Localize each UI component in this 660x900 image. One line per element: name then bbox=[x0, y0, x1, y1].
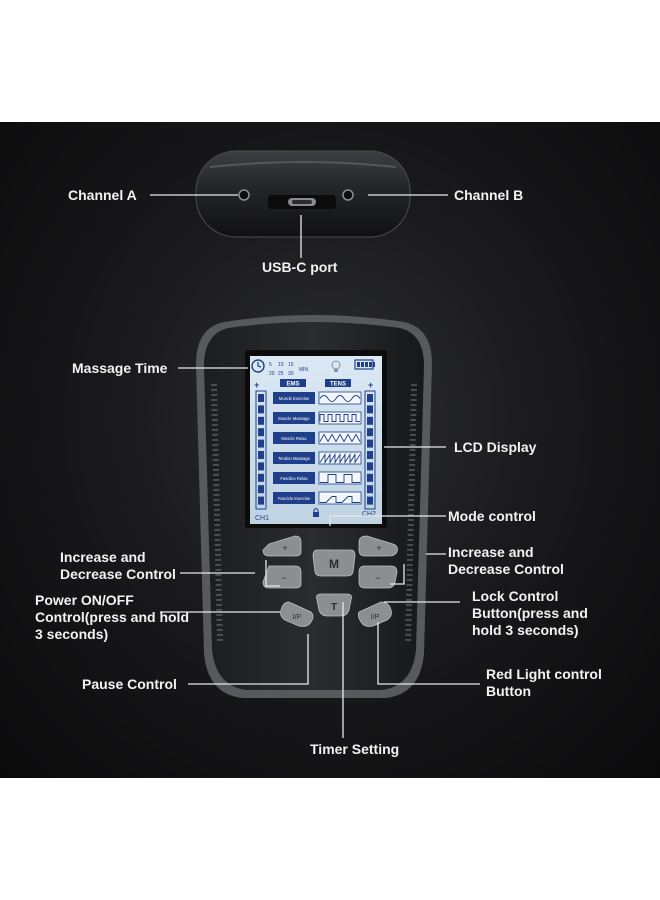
svg-text:EMS: EMS bbox=[286, 382, 299, 388]
svg-text:M: M bbox=[329, 557, 339, 571]
increase-left-button[interactable]: + bbox=[262, 535, 302, 557]
decrease-left-button[interactable]: − bbox=[262, 565, 302, 589]
bulb-icon bbox=[331, 360, 341, 372]
battery-icon bbox=[354, 359, 375, 370]
label-red-light-line1: Red Light control bbox=[486, 666, 602, 682]
svg-text:5: 5 bbox=[269, 362, 272, 368]
label-usb-c-port: USB-C port bbox=[262, 259, 338, 275]
label-pause-control: Pause Control bbox=[82, 676, 177, 692]
mode-row: Fascilex Relax bbox=[273, 471, 362, 485]
mode-button[interactable]: M bbox=[312, 549, 356, 577]
mode-row-label: Muscle Massage bbox=[278, 416, 310, 421]
leader-lines bbox=[150, 194, 480, 738]
button-panel: + − M + − T I/P I/P bbox=[262, 535, 398, 627]
label-massage-time: Massage Time bbox=[72, 360, 168, 376]
svg-text:30: 30 bbox=[288, 371, 294, 377]
mode-row: Tendon Massage bbox=[273, 451, 362, 465]
label-power: Power ON/OFF Control(press and hold 3 se… bbox=[35, 592, 189, 643]
label-increase-left-line1: Increase and bbox=[60, 549, 146, 565]
mode-row-label: Fascicle Exercise bbox=[278, 496, 311, 501]
svg-text:20: 20 bbox=[269, 371, 275, 377]
lcd-display: 5 10 15 20 25 30 MIN + + bbox=[250, 356, 382, 524]
svg-text:−: − bbox=[281, 573, 286, 583]
svg-text:+: + bbox=[282, 543, 287, 553]
power-button[interactable]: I/P bbox=[280, 601, 314, 627]
svg-text:+: + bbox=[368, 380, 373, 390]
svg-text:I/P: I/P bbox=[371, 614, 380, 621]
svg-text:10: 10 bbox=[278, 362, 284, 368]
increase-right-button[interactable]: + bbox=[358, 535, 398, 557]
svg-text:15: 15 bbox=[288, 362, 294, 368]
svg-text:T: T bbox=[331, 602, 337, 613]
label-timer-setting: Timer Setting bbox=[310, 741, 400, 757]
label-mode-control: Mode control bbox=[448, 508, 536, 524]
mode-row: Muscle Relax bbox=[273, 431, 362, 445]
mode-row-label: Muscle Exercise bbox=[279, 396, 310, 401]
svg-text:+: + bbox=[376, 543, 381, 553]
label-lcd-display: LCD Display bbox=[454, 439, 537, 455]
label-lock-line2: Button(press and bbox=[472, 605, 588, 621]
ch2-level-bar bbox=[364, 390, 376, 510]
svg-text:I/P: I/P bbox=[293, 614, 302, 621]
mode-row: Muscle Massage bbox=[273, 411, 362, 425]
label-increase-right: Increase and Decrease Control bbox=[448, 544, 564, 578]
svg-text:MIN: MIN bbox=[299, 367, 309, 373]
label-lock-line1: Lock Control bbox=[472, 588, 559, 604]
label-red-light-line2: Button bbox=[486, 683, 532, 699]
label-lock-line3: hold 3 seconds) bbox=[472, 622, 579, 638]
label-power-line3: 3 seconds) bbox=[35, 626, 109, 642]
svg-text:25: 25 bbox=[278, 371, 284, 377]
label-red-light: Red Light control Button bbox=[486, 666, 602, 700]
svg-text:−: − bbox=[375, 573, 380, 583]
label-power-line2: Control(press and hold bbox=[35, 609, 189, 625]
label-increase-left: Increase and Decrease Control bbox=[60, 549, 176, 583]
svg-text:CH1: CH1 bbox=[255, 515, 269, 522]
channel-b-jack bbox=[342, 189, 354, 201]
label-increase-left-line2: Decrease Control bbox=[60, 566, 176, 582]
svg-text:+: + bbox=[254, 380, 259, 390]
lock-icon bbox=[313, 508, 319, 517]
clock-icon bbox=[251, 359, 265, 373]
mode-row-label: Fascilex Relax bbox=[280, 476, 308, 481]
decrease-right-button[interactable]: − bbox=[358, 565, 398, 589]
mode-row: Muscle Exercise bbox=[273, 391, 362, 405]
device-top-view bbox=[195, 150, 411, 238]
ch1-level-bar bbox=[255, 390, 267, 510]
mode-row-label: Tendon Massage bbox=[278, 456, 311, 461]
product-diagram: 5 10 15 20 25 30 MIN + + bbox=[0, 122, 660, 778]
mode-row-label: Muscle Relax bbox=[281, 436, 307, 441]
label-power-line1: Power ON/OFF bbox=[35, 592, 134, 608]
svg-text:TENS: TENS bbox=[330, 382, 346, 388]
label-channel-b: Channel B bbox=[454, 187, 524, 203]
label-channel-a: Channel A bbox=[68, 187, 137, 203]
label-lock-control: Lock Control Button(press and hold 3 sec… bbox=[472, 588, 588, 639]
label-increase-right-line1: Increase and bbox=[448, 544, 534, 560]
label-increase-right-line2: Decrease Control bbox=[448, 561, 564, 577]
channel-a-jack bbox=[238, 189, 250, 201]
red-light-button[interactable]: I/P bbox=[357, 601, 392, 627]
svg-text:CH2: CH2 bbox=[362, 511, 376, 518]
lcd-screen-art: 5 10 15 20 25 30 MIN + + bbox=[250, 356, 382, 524]
mode-row: Fascicle Exercise bbox=[273, 491, 362, 505]
